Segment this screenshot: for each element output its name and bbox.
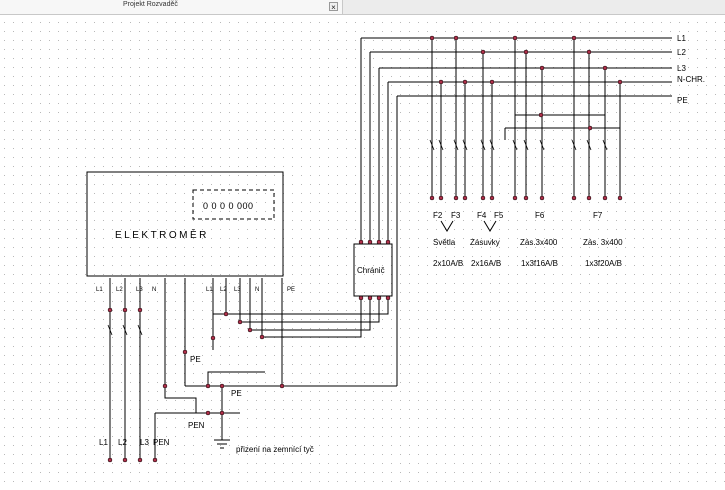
bus-label-l2: L2 <box>677 48 686 57</box>
supply-label: L1 <box>99 438 108 447</box>
bus-label-n: N-CHR. <box>677 75 705 84</box>
rating-label: 2x16A/B <box>471 259 501 268</box>
breaker-label: F6 <box>535 211 545 220</box>
wiring <box>86 37 672 460</box>
pe-label: PE <box>190 355 201 364</box>
meter-in-term: L3 <box>136 287 143 293</box>
grid-background <box>0 14 725 485</box>
rating-label: 1x3f16A/B <box>521 259 558 268</box>
bus-label-l1: L1 <box>677 34 686 43</box>
document-tab[interactable]: Projekt Rozvaděč × <box>0 0 343 14</box>
meter-in-term: L1 <box>96 287 103 293</box>
pe-bar-label: PE <box>231 389 242 398</box>
tab-title: Projekt Rozvaděč <box>123 1 178 8</box>
breaker-label: F5 <box>494 211 504 220</box>
meter-in-term: N <box>152 287 156 293</box>
meter-title: ELEKTROMĚR <box>115 228 209 241</box>
bus-label-pe: PE <box>677 96 688 105</box>
group-label: Světla <box>433 238 456 247</box>
meter-out-term: L1 <box>206 287 213 293</box>
meter-display: 0 0 0 0 000 <box>203 201 254 211</box>
breaker-label: F4 <box>477 211 487 220</box>
tab-bar: Projekt Rozvaděč × <box>0 0 725 15</box>
breaker-label: F2 <box>433 211 443 220</box>
rating-label: 2x10A/B <box>433 259 463 268</box>
supply-label: L2 <box>118 438 127 447</box>
schematic-canvas[interactable]: ELEKTROMĚR 0 0 0 0 000 Chránič L1 L2 L3 … <box>0 14 725 485</box>
group-label: Zásuvky <box>470 238 500 247</box>
rcd-label: Chránič <box>357 266 385 275</box>
group-label: Zás.3x400 <box>520 238 558 247</box>
meter-out-term: PE <box>287 287 295 293</box>
rating-label: 1x3f20A/B <box>585 259 622 268</box>
pen-label: PEN <box>188 421 205 430</box>
supply-label: L3 <box>140 438 149 447</box>
junctions <box>107 35 623 463</box>
bus-label-l3: L3 <box>677 64 686 73</box>
meter-out-term: L2 <box>220 287 227 293</box>
meter-in-term: L2 <box>116 287 123 293</box>
supply-label: PEN <box>153 438 170 447</box>
group-label: Zás. 3x400 <box>583 238 623 247</box>
meter-out-term: N <box>255 287 259 293</box>
breaker-label: F3 <box>451 211 461 220</box>
meter-out-term: L3 <box>234 287 241 293</box>
breaker-label: F7 <box>593 211 603 220</box>
close-icon[interactable]: × <box>329 2 338 12</box>
ground-note: přizení na zemnící tyč <box>236 445 314 454</box>
